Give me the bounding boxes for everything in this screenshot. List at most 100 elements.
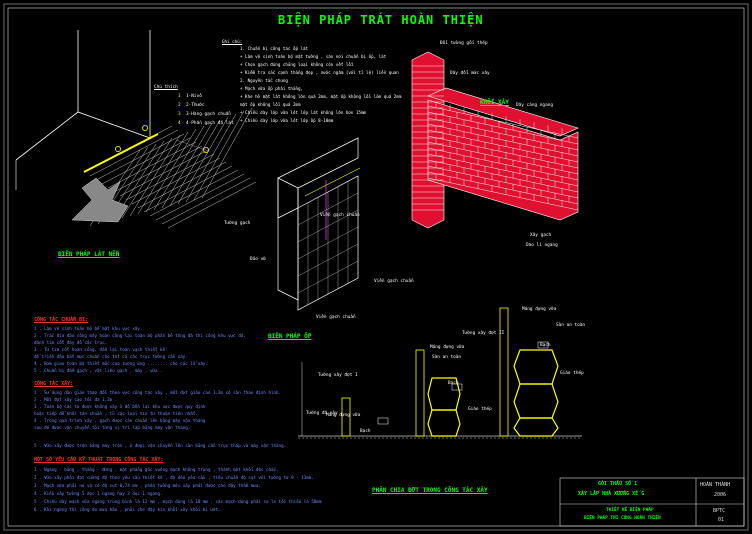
scaffold-label: Sàn an toàn [556, 323, 586, 328]
title-block-frame [559, 477, 745, 527]
hatch-line [161, 177, 251, 225]
scaffold-label: Giáo thép [468, 407, 492, 412]
notes-line: + Mạch vữa ốp phải thẳng, [240, 86, 304, 91]
hatch-line [89, 129, 179, 177]
hatch-line [119, 149, 209, 197]
wall-label-tuong-gach: Tường gạch [224, 221, 251, 226]
hatch-line [145, 128, 197, 213]
wall-label-dao-vo: Đảo vữ [250, 257, 266, 262]
spec-line: 6 . Khi ngừng thi công do mưa bão , phải… [34, 507, 221, 512]
scaffold-label: Tường xây đợt I [318, 373, 358, 378]
hatch-line [427, 147, 579, 181]
spec-line: 4 . Kiểu xây tường 5 dọc 1 ngang hay 3 d… [34, 491, 163, 496]
hatch-line [427, 135, 579, 169]
hatch-line [121, 137, 173, 219]
notes-title: Ghi chú: [222, 39, 243, 44]
wall-label-vien-gach-chuan: Viền gạch chuẩn [374, 279, 414, 284]
spec-line: 1 . Làm vệ sinh toàn bộ bề mặt khu vực x… [34, 326, 143, 331]
hatch-line [107, 141, 197, 189]
spec-line: 1 . Sử dụng dàn giáo thao đổi theo vực c… [34, 390, 282, 395]
hatch-line [427, 159, 579, 193]
drawing-line-2: BIỆN PHÁP THI CÔNG HOÀN THIỆN [584, 516, 661, 521]
label-lat-nen: BIỆN PHÁP LÁT NỀN [58, 251, 120, 258]
hatch-line [161, 122, 213, 209]
brick-label-day-cang: Dây căng ngang [516, 103, 554, 108]
brick-label-dao: Dao lì ngang [526, 243, 558, 248]
hatch-line [149, 169, 239, 217]
notes-line: + Khe hở mặt lát không lớn quá 2mm, mặt … [240, 94, 402, 99]
legend-number-2: 2 [178, 103, 181, 108]
legend-item-2: 2-Thước [186, 103, 205, 108]
drawing-number: 01 [718, 517, 725, 523]
scaffold-label: Bạch [540, 343, 551, 348]
wall-tiling-3d [277, 137, 361, 311]
spec-line: 1 . Ngang - bằng , thẳng - đứng , mặt ph… [34, 467, 279, 472]
notes-line: + Kiểm tra sắc cạnh thẳng đẹp , nước ngâ… [240, 70, 399, 75]
scaffold-label: Giáo thép [560, 371, 584, 376]
hatch-line [427, 171, 579, 205]
spec-line: 2 . Trắc địa đảo công máy hoàn công lại … [34, 333, 246, 338]
legend-item-1: 1-Nivô [186, 94, 202, 99]
tiling-perspective [15, 30, 257, 229]
project-line-2: XÂY LẮP NHÀ XƯỞNG XẾ G [578, 491, 645, 497]
hatch-line [101, 137, 191, 185]
legend-title: Chú thích [154, 85, 178, 90]
year-text: 2006 [714, 492, 727, 498]
spec-line: 5 . Vữa xây được trộn bằng máy trộn , ở … [34, 443, 287, 448]
hatch-line [125, 153, 215, 201]
hatch-line [201, 107, 253, 199]
hatch-line [167, 181, 257, 229]
sheet-title: BIỆN PHÁP TRÁT HOÀN THIỆN [278, 13, 484, 27]
spec-line: 3 . Toàn bộ các từ được không xây ở đỗ b… [34, 404, 206, 409]
hatch-line [95, 133, 185, 181]
notes-line: + Làm vệ sinh toàn bộ mặt tường , sàn nơ… [240, 54, 387, 59]
wall-label-vien-gach-chuan-2: Viền gạch chuẩn [316, 315, 356, 320]
sheet-inner-border [7, 7, 745, 527]
hatch-line [427, 123, 579, 157]
spec-line: sau đó được vận chuyển tới từng vị trí l… [34, 425, 191, 430]
hatch-line [131, 157, 221, 205]
brick-label-xay-gach: Xây gạch [530, 233, 552, 238]
hatch-line [177, 116, 229, 205]
hatch-line [143, 165, 233, 213]
spec-line: 3 . Mạch vữa phải no và có độ sụt 0,74 m… [34, 483, 261, 488]
label-phan-chia-dot: PHÂN CHIA ĐỢT TRONG CÔNG TÁC XÂY [372, 487, 488, 494]
hatch-line [427, 165, 579, 199]
scaffold-sections [298, 307, 582, 439]
scaffold-label: Bạch [360, 429, 371, 434]
notes-line: + Chọn gạch đúng chủng loại không còn vế… [240, 62, 354, 67]
section-heading: CÔNG TÁC XÂY: [34, 381, 74, 387]
hatch-line [427, 177, 579, 211]
spec-line: 4 . Bơm giao toàn bộ thiết mốc cao tương… [34, 361, 208, 366]
section-heading: MỘT SỐ YÊU CẦU KỸ THUẬT TRONG CÔNG TÁC X… [34, 457, 164, 463]
label-op: BIỆN PHÁP ỐP [268, 333, 312, 340]
sheet-border [3, 3, 749, 531]
spec-line: 4 . Trong quá trình xây , gạch được căn … [34, 418, 206, 423]
notes-line: 1. Chuẩn bị công tác ốp lát [240, 46, 309, 51]
legend-number-3: 3 [178, 112, 181, 117]
notes-line: + Chiều dày lớp vữa lót lớp lát không lớ… [240, 110, 367, 115]
status-text: HOÀN THÀNH [700, 482, 731, 488]
spec-line: để triển đảo bắt mực chuẩn cho tất cả cá… [34, 354, 188, 359]
hatch-line [185, 113, 237, 203]
hatch-line [153, 125, 205, 211]
spec-line: 5 . Chuẩn bị đẩm gạch , vật liệu gạch , … [34, 368, 163, 373]
scaffold-label: Máng đựng vữa [430, 345, 465, 350]
hatch-line [155, 173, 245, 221]
spec-line: đánh tim cốt đáy đổ các trục. [34, 340, 108, 345]
scaffold-label: Tường đã xây [306, 411, 338, 416]
section-heading: CÔNG TÁC CHUẨN BỊ: [34, 317, 89, 323]
legend-number-1: 1 [178, 94, 181, 99]
brick-label-dau-tuong: Đối tường gối thép [440, 41, 488, 46]
project-line-1: GÓI THẦU SỐ 1 [598, 481, 638, 487]
spec-line: hoặc tiếp đổ khối tán chuẩn , tủ các loạ… [34, 411, 198, 416]
notes-line: 2. Nguyên tắc chung [240, 78, 288, 83]
wall-label-vien-chuan: Viền gạch chuẩn [320, 213, 360, 218]
spec-line: 2 . Mỗi đợt xây cao tối đa 1,2m . [34, 397, 118, 402]
spec-line: 3 . Từ tim cốt hoàn công, dẫn lại toàn v… [34, 347, 166, 352]
label-khoi-xay: KHỐI XÂY [480, 99, 509, 106]
notes-line: + Chiều dày lớp vữa lót lớp ốp 8-10mm [240, 118, 334, 123]
drawing-code: BPTC [713, 508, 726, 514]
hatch-line [169, 119, 221, 207]
